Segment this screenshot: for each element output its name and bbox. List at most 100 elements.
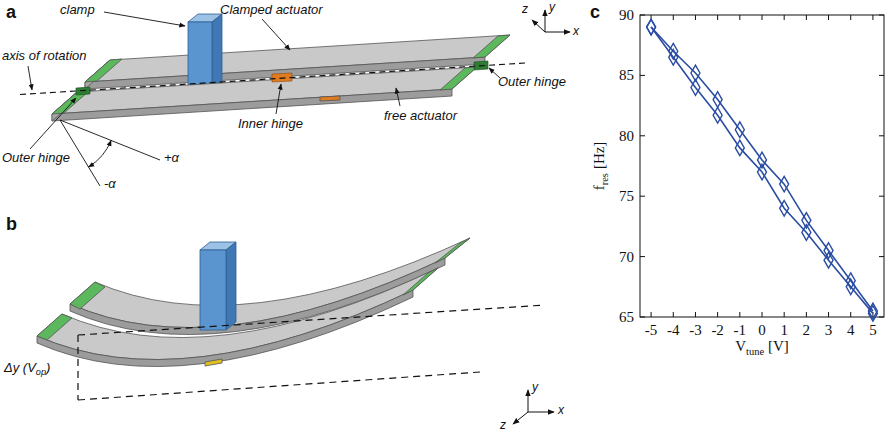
label-group: z bbox=[522, 2, 528, 16]
dimension-label: Δy (V bbox=[4, 360, 36, 375]
part-label: Inner hinge bbox=[238, 116, 303, 131]
axis-tick bbox=[640, 75, 645, 76]
data-marker bbox=[824, 252, 833, 268]
data-marker bbox=[735, 140, 744, 156]
axis-tick bbox=[739, 312, 740, 317]
coordinate-axes-part bbox=[532, 20, 545, 32]
axis-tick bbox=[640, 15, 645, 16]
axis-tick bbox=[640, 135, 645, 136]
label-group: -4 bbox=[667, 322, 680, 339]
axis-tick bbox=[879, 135, 884, 136]
part-label: clamp bbox=[60, 2, 95, 17]
panel-letter: a bbox=[6, 2, 16, 22]
plot-frame bbox=[640, 15, 884, 317]
axis-tick bbox=[695, 15, 696, 20]
data-curve bbox=[651, 27, 873, 311]
data-marker bbox=[735, 122, 744, 138]
label-group: 1 bbox=[780, 322, 788, 339]
frequency-chart bbox=[640, 15, 884, 321]
axis-tick bbox=[872, 15, 873, 20]
part-label: Outer hinge bbox=[498, 74, 566, 89]
label-group: c bbox=[590, 2, 600, 23]
angle-label: -α bbox=[104, 176, 116, 191]
angle-indicator-part bbox=[89, 140, 112, 167]
panel-letter: b bbox=[6, 214, 17, 234]
label-group: b bbox=[6, 214, 17, 235]
displacement-marker-part bbox=[77, 335, 78, 400]
coordinate-axes-part bbox=[528, 412, 554, 413]
label-group: 2 bbox=[803, 322, 811, 339]
panel-letter: c bbox=[590, 2, 600, 22]
tick-label: 4 bbox=[847, 322, 855, 338]
coordinate-axes-part bbox=[513, 412, 528, 424]
axis-tick bbox=[640, 317, 645, 318]
label-group: -α bbox=[104, 176, 116, 191]
label-group: x bbox=[558, 403, 564, 417]
axis-title: f bbox=[591, 185, 607, 190]
label-group: Vtune[V] bbox=[735, 338, 789, 357]
data-marker bbox=[647, 19, 656, 35]
axis-tick bbox=[879, 75, 884, 76]
axis-tick bbox=[784, 15, 785, 20]
coordinate-axes-part bbox=[545, 32, 570, 33]
clamped-actuator-bent-part bbox=[435, 238, 470, 263]
axis-letter: x bbox=[558, 403, 564, 417]
axis-title: V bbox=[735, 338, 746, 354]
label-group: 70 bbox=[619, 248, 634, 265]
tick-label: 0 bbox=[758, 322, 766, 338]
axis-tick bbox=[879, 15, 884, 16]
label-group: +α bbox=[164, 150, 179, 165]
label-group: Δy (Vop) bbox=[4, 360, 50, 377]
axis-letter: y bbox=[549, 0, 555, 14]
label-group: z bbox=[500, 418, 506, 432]
label-group: 0 bbox=[758, 322, 766, 339]
tick-label: 80 bbox=[619, 127, 634, 143]
free-actuator-bent-part bbox=[37, 290, 413, 367]
coordinate-axes-part bbox=[545, 10, 546, 32]
label-group: 5 bbox=[869, 322, 877, 339]
label-group: clamp bbox=[60, 2, 95, 17]
label-group: Clamped actuator bbox=[220, 2, 323, 17]
clamp-block-part bbox=[212, 14, 222, 92]
label-group: axis of rotation bbox=[2, 48, 87, 63]
axis-tick bbox=[717, 312, 718, 317]
coordinate-axes-part bbox=[528, 390, 529, 412]
data-marker bbox=[780, 200, 789, 216]
dimension-subscript: op bbox=[36, 367, 46, 377]
axis-tick bbox=[806, 312, 807, 317]
label-group: 65 bbox=[619, 309, 634, 326]
label-group: y bbox=[549, 0, 555, 14]
axis-tick bbox=[879, 196, 884, 197]
data-marker bbox=[713, 92, 722, 108]
free-actuator-bent-part bbox=[37, 268, 438, 360]
free-actuator-part bbox=[440, 67, 477, 90]
label-group: -1 bbox=[734, 322, 747, 339]
label-group: -2 bbox=[711, 322, 724, 339]
free-actuator-bent bbox=[37, 268, 438, 367]
clamp-block bbox=[188, 14, 222, 92]
clamped-actuator-bent-part bbox=[70, 282, 105, 309]
clamp-block-part bbox=[188, 22, 212, 92]
clamp-block-part bbox=[200, 250, 226, 330]
angle-indicator-part bbox=[60, 120, 160, 160]
axis-letter: z bbox=[522, 2, 528, 16]
free-actuator-bent-part bbox=[403, 268, 438, 295]
part-label: Clamped actuator bbox=[220, 2, 323, 17]
part-label: Outer hinge bbox=[2, 150, 70, 165]
data-curve bbox=[651, 27, 873, 313]
data-marker bbox=[669, 43, 678, 59]
tick-label: -4 bbox=[667, 322, 680, 338]
axis-tick bbox=[879, 256, 884, 257]
part-label: free actuator bbox=[384, 108, 457, 123]
free-actuator-bent-part bbox=[205, 359, 222, 366]
axis-tick bbox=[762, 15, 763, 20]
axis-tick bbox=[784, 312, 785, 317]
tick-label: 90 bbox=[619, 7, 634, 23]
axis-tick bbox=[695, 312, 696, 317]
leader-line-part bbox=[396, 88, 400, 106]
data-marker bbox=[846, 273, 855, 289]
tick-label: -1 bbox=[734, 322, 747, 338]
data-marker bbox=[647, 19, 656, 35]
